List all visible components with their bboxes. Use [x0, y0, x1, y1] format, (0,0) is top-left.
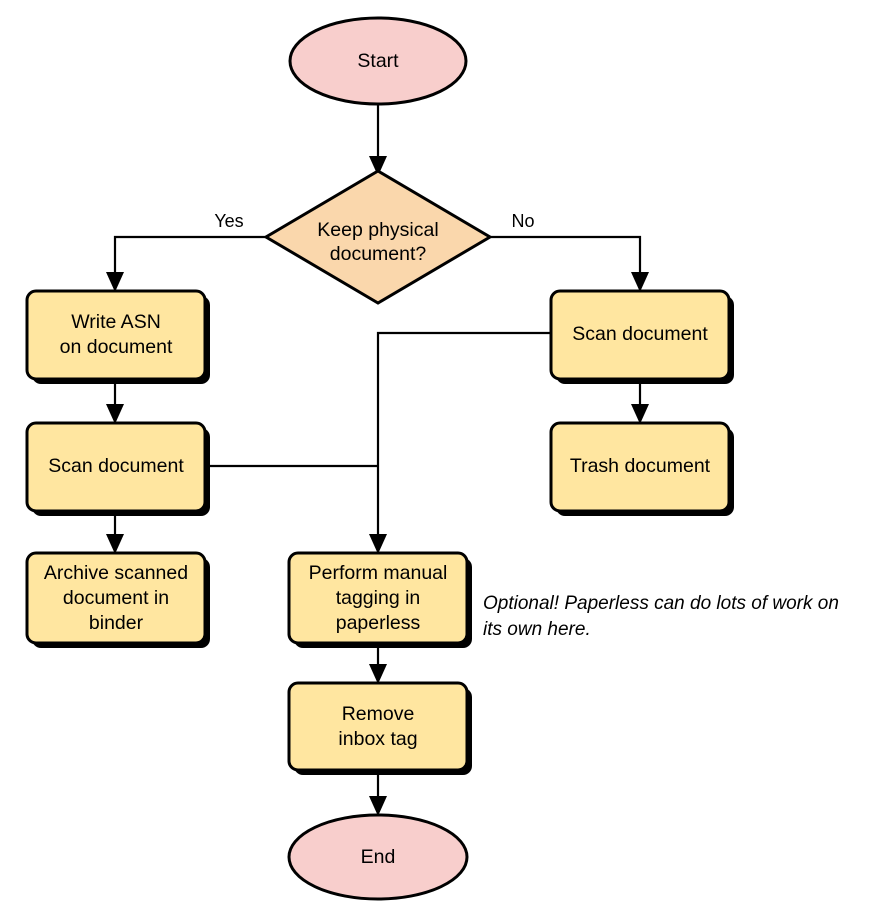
edge-scan-right-to-manual-tagging — [369, 331, 551, 554]
node-write-asn[interactable]: Write ASN on document — [25, 289, 210, 384]
node-remove-inbox-tag[interactable]: Remove inbox tag — [287, 681, 472, 775]
node-archive-label-line3: binder — [89, 612, 144, 634]
node-remove-inbox-label-line2: inbox tag — [338, 728, 417, 750]
note-line-1: Optional! Paperless can do lots of work … — [483, 593, 839, 614]
note-line-2: its own here. — [483, 619, 591, 640]
node-decision-label-line2: document? — [330, 243, 427, 265]
node-trash-document-label: Trash document — [570, 455, 711, 477]
node-manual-tagging-label-line3: paperless — [336, 612, 421, 634]
node-archive-in-binder[interactable]: Archive scanned document in binder — [25, 551, 210, 648]
node-archive-label-line2: document in — [63, 587, 169, 609]
node-scan-document-right[interactable]: Scan document — [549, 289, 734, 384]
edge-write-asn-to-scan-left — [106, 379, 124, 424]
edge-start-to-decision — [369, 104, 387, 176]
node-start[interactable]: Start — [288, 16, 468, 106]
node-manual-tagging[interactable]: Perform manual tagging in paperless — [287, 551, 472, 648]
node-end-label: End — [361, 846, 396, 868]
edge-label-yes: Yes — [214, 211, 243, 231]
edge-remove-inbox-to-end — [369, 770, 387, 816]
node-scan-document-right-label: Scan document — [572, 323, 708, 345]
edge-decision-yes-to-write-asn — [106, 235, 266, 292]
node-end[interactable]: End — [287, 813, 469, 901]
node-write-asn-label-line1: Write ASN — [71, 311, 161, 333]
edge-label-no: No — [511, 211, 534, 231]
note-optional-paperless: Optional! Paperless can do lots of work … — [483, 593, 839, 640]
node-remove-inbox-label-line1: Remove — [342, 703, 415, 725]
node-keep-physical-document[interactable]: Keep physical document? — [263, 169, 493, 305]
node-trash-document[interactable]: Trash document — [549, 421, 734, 516]
node-manual-tagging-label-line2: tagging in — [336, 587, 421, 609]
node-manual-tagging-label-line1: Perform manual — [309, 562, 448, 584]
node-scan-document-left-label: Scan document — [48, 455, 184, 477]
edge-manual-tagging-to-remove-inbox — [369, 643, 387, 684]
node-start-label: Start — [357, 50, 399, 72]
node-decision-label-line1: Keep physical — [317, 219, 438, 241]
edge-decision-no-to-scan-right — [490, 235, 649, 292]
node-archive-label-line1: Archive scanned — [44, 562, 188, 584]
node-write-asn-label-line2: on document — [60, 336, 173, 358]
edge-scan-right-to-trash — [631, 379, 649, 424]
node-scan-document-left[interactable]: Scan document — [25, 421, 210, 516]
edge-scan-left-to-archive — [106, 511, 124, 554]
